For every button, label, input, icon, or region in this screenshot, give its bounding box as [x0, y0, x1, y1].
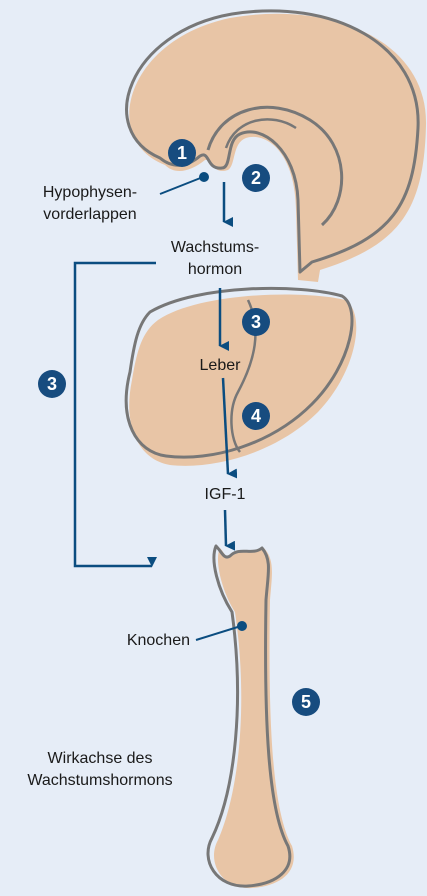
caption-line1: Wirkachse des	[10, 748, 190, 770]
liver-label: Leber	[180, 355, 260, 377]
growth-hormone-label: Wachstums- hormon	[150, 237, 280, 281]
step-badge-5: 5	[292, 688, 320, 716]
caption-line2: Wachstumshormons	[10, 770, 190, 792]
growth-hormone-label-line1: Wachstums-	[150, 237, 280, 259]
arrow-igf-to-bone	[225, 510, 226, 546]
step-badge-3-bypass: 3	[38, 370, 66, 398]
pituitary-label: Hypophysen- vorderlappen	[20, 182, 160, 226]
bone-illustration	[208, 546, 294, 888]
step-badge-4: 4	[242, 402, 270, 430]
step-badge-2: 2	[242, 164, 270, 192]
step-badge-1: 1	[168, 139, 196, 167]
pituitary-label-line1: Hypophysen-	[20, 182, 160, 204]
bone-label: Knochen	[80, 630, 190, 652]
step-badge-3-liver: 3	[242, 308, 270, 336]
pituitary-label-line2: vorderlappen	[20, 204, 160, 226]
growth-hormone-label-line2: hormon	[150, 259, 280, 281]
igf-label: IGF-1	[185, 484, 265, 506]
caption: Wirkachse des Wachstumshormons	[10, 748, 190, 792]
liver-illustration	[126, 288, 356, 465]
